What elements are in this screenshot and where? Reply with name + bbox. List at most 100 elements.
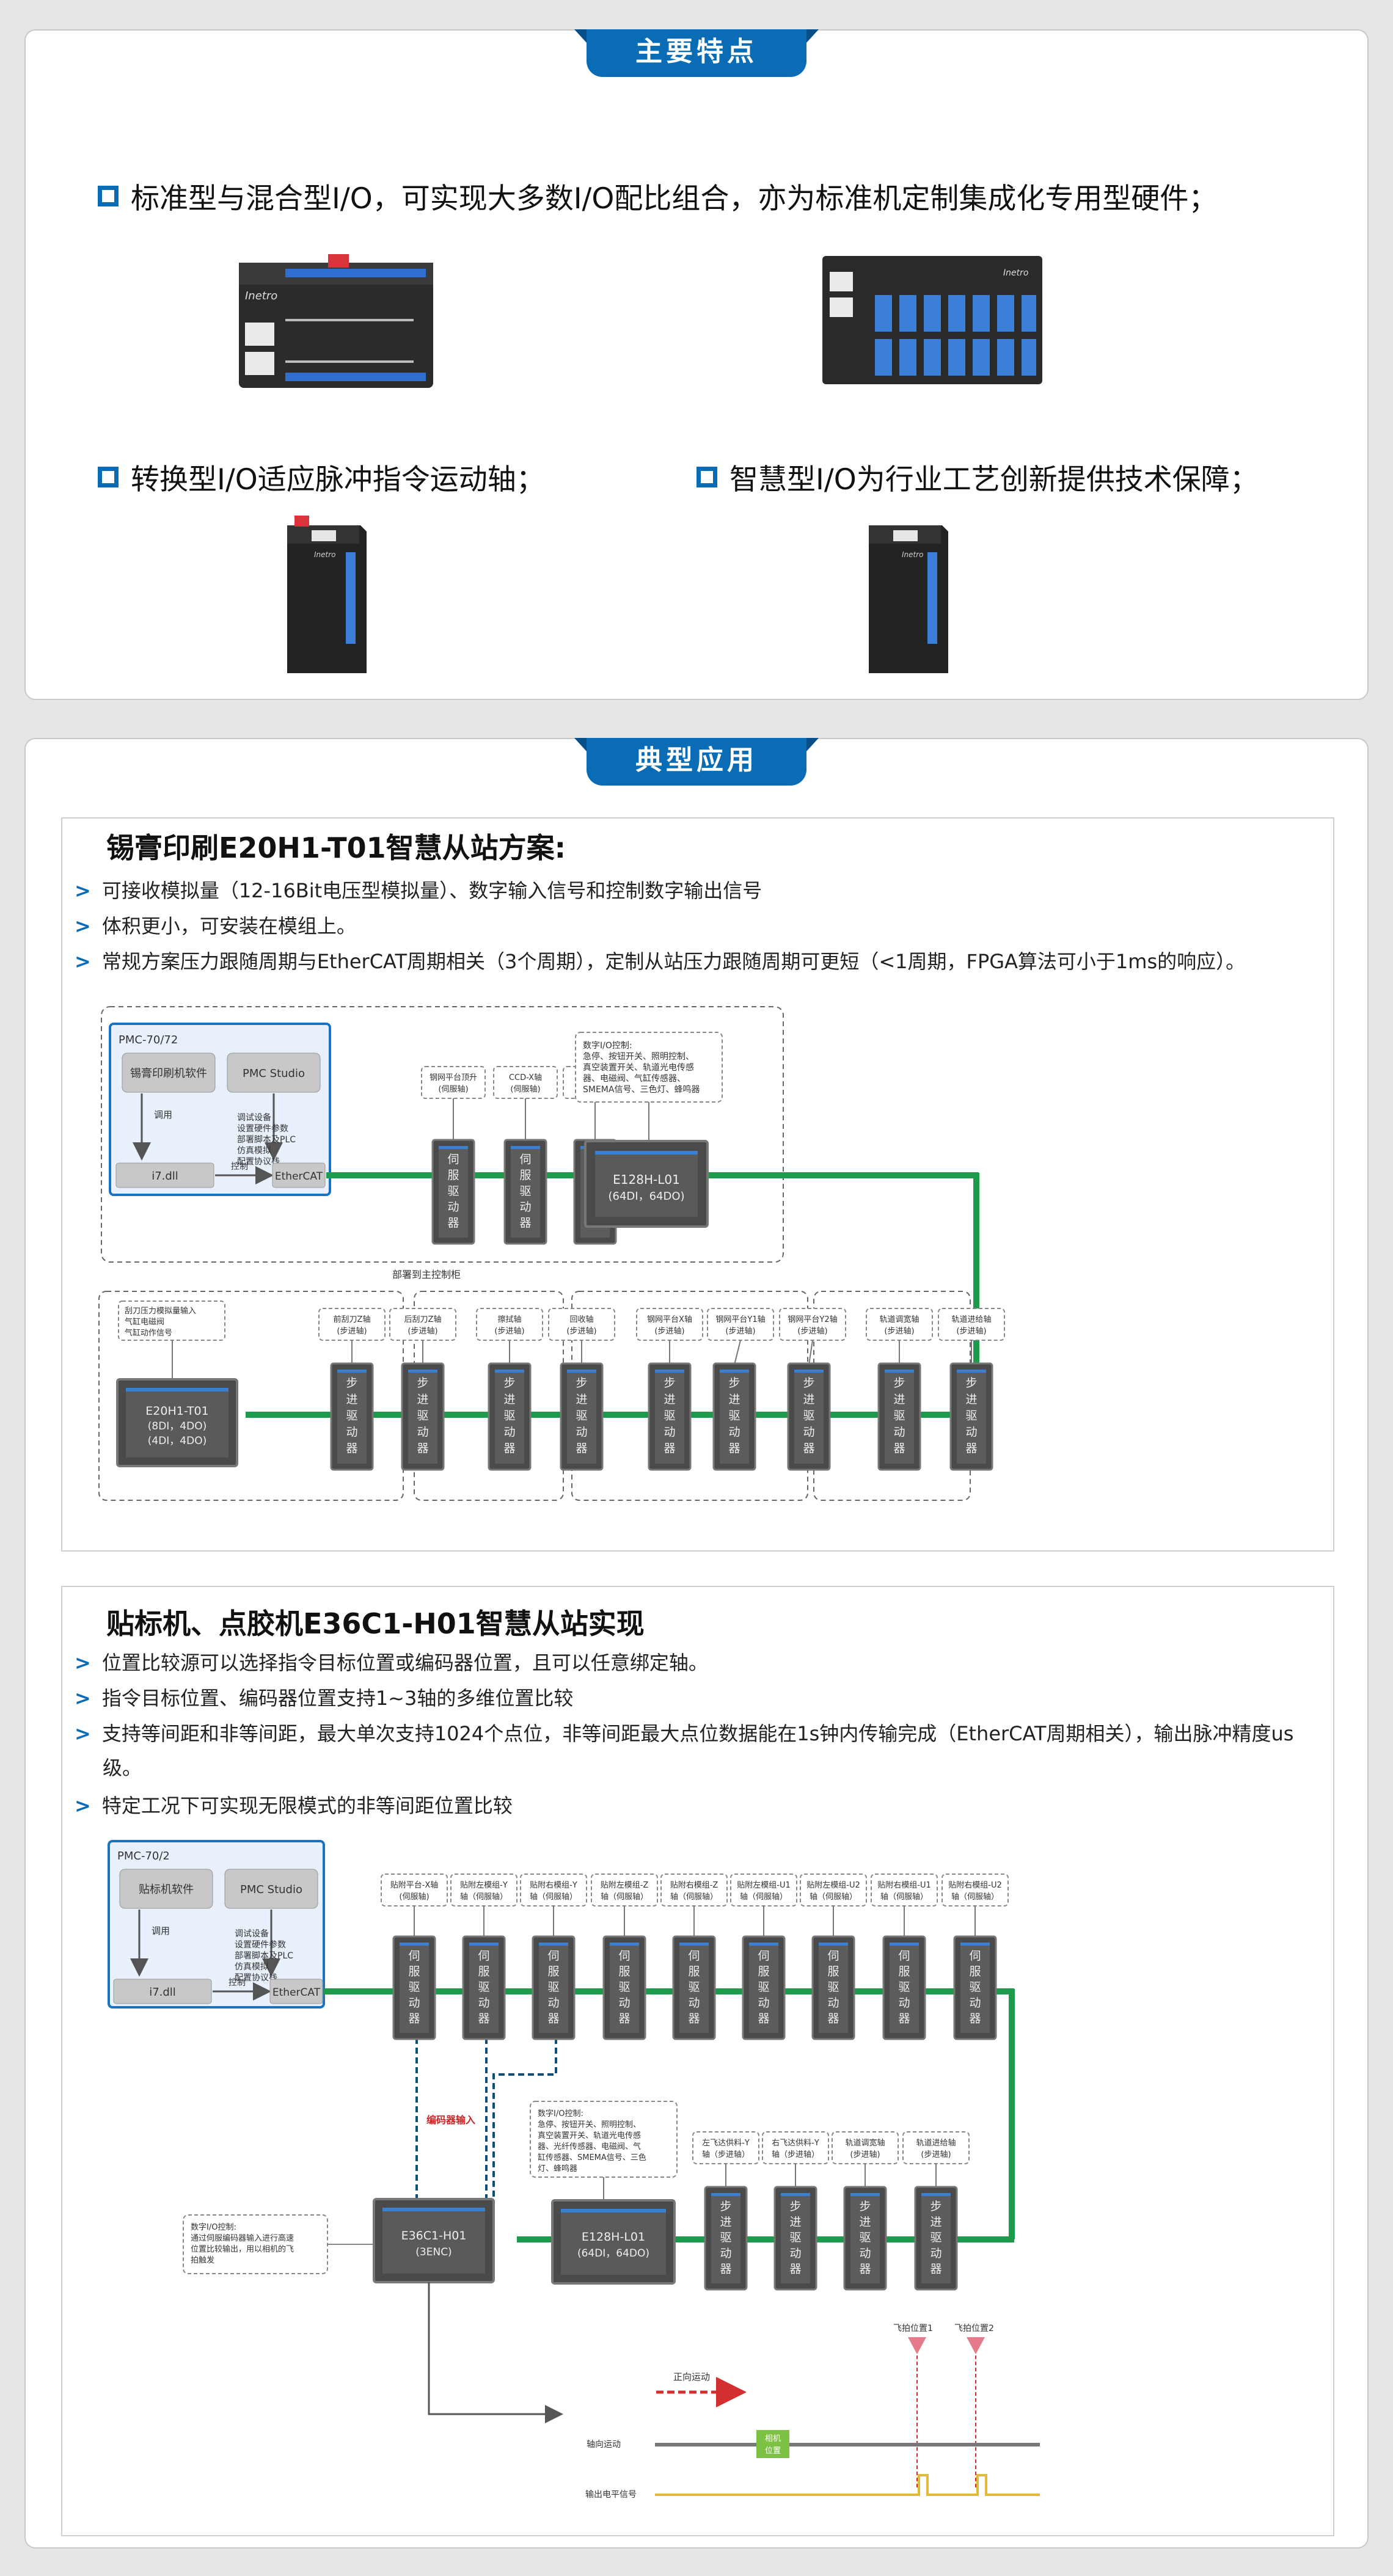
svg-text:动: 动 (789, 2247, 801, 2260)
svg-text:伺: 伺 (447, 1153, 459, 1166)
servo-axis-label: CCD-X轴(伺服轴) (493, 1066, 558, 1099)
svg-text:(步进轴): (步进轴) (850, 2150, 880, 2159)
svg-text:器: 器 (803, 1442, 814, 1455)
svg-text:服: 服 (408, 1965, 420, 1979)
svg-text:钢网平台X轴: 钢网平台X轴 (647, 1315, 692, 1324)
svg-text:数字I/O控制:: 数字I/O控制: (583, 1041, 632, 1051)
svg-text:步: 步 (728, 1376, 740, 1390)
svg-text:动: 动 (519, 1200, 531, 1214)
svg-text:(步进轴): (步进轴) (884, 1327, 914, 1336)
svg-text:轴（步进轴）: 轴（步进轴） (702, 2150, 750, 2159)
case1-bullet-1: >可接收模拟量（12-16Bit电压型模拟量）、数字输入信号和控制数字输出信号 (75, 879, 762, 902)
svg-text:轴（步进轴）: 轴（步进轴） (772, 2150, 819, 2159)
svg-text:(4DI，4DO): (4DI，4DO) (148, 1435, 207, 1447)
applications-tab: 典型应用 (574, 738, 819, 786)
e36-model: E36C1-H01 (401, 2229, 467, 2242)
stepper-axis-label: 钢网平台Y1轴(步进轴) (707, 1308, 774, 1341)
svg-text:贴附右模组-Y: 贴附右模组-Y (530, 1881, 577, 1890)
feature-text-3: 智慧型I/O为行业工艺创新提供技术保障； (729, 463, 1259, 497)
svg-text:仿真模拟: 仿真模拟 (235, 1962, 269, 1972)
svg-text:贴标机软件: 贴标机软件 (139, 1883, 194, 1896)
svg-text:进: 进 (503, 1393, 515, 1406)
axis-motion-label: 轴向运动 (587, 2440, 621, 2450)
e20-model: E20H1-T01 (145, 1404, 208, 1418)
svg-text:(步进轴): (步进轴) (797, 1327, 827, 1336)
cabinet-label: 部署到主控制柜 (392, 1269, 461, 1280)
svg-text:进: 进 (576, 1393, 587, 1406)
svg-text:器: 器 (519, 1216, 531, 1230)
svg-text:贴附右模组-Z: 贴附右模组-Z (670, 1881, 718, 1890)
svg-text:动: 动 (417, 1425, 428, 1439)
svg-text:驱: 驱 (827, 1980, 839, 1994)
fly-pos-2: 飞拍位置2 (954, 2324, 994, 2333)
servo-axis-label: 钢网平台顶升(伺服轴) (421, 1066, 486, 1099)
feature-item-2: 转换型I/O适应脉冲指令运动轴； (98, 456, 545, 498)
svg-text:真空装置开关、轨道光电传感: 真空装置开关、轨道光电传感 (538, 2131, 641, 2140)
svg-text:(步进轴): (步进轴) (654, 1327, 684, 1336)
svg-text:驱: 驱 (859, 2231, 871, 2244)
servo-axis-label: 贴附右模组-Y轴（伺服轴） (520, 1874, 587, 1906)
checkbox-square-icon (98, 466, 119, 487)
svg-text:设置硬件参数: 设置硬件参数 (237, 1123, 288, 1134)
svg-text:轴（伺服轴）: 轴（伺服轴） (601, 1892, 648, 1902)
svg-text:驱: 驱 (930, 2231, 941, 2244)
svg-text:(步进轴): (步进轴) (337, 1327, 367, 1336)
svg-text:动: 动 (503, 1425, 515, 1439)
e128-model: E128H-L01 (613, 1172, 680, 1187)
svg-text:动: 动 (827, 1996, 839, 2010)
svg-text:器: 器 (965, 1442, 977, 1455)
svg-text:调试设备: 调试设备 (237, 1112, 271, 1123)
svg-text:步: 步 (789, 2200, 801, 2213)
svg-text:右飞达供料-Y: 右飞达供料-Y (772, 2139, 819, 2148)
svg-text:通过伺服编码器输入进行高速: 通过伺服编码器输入进行高速 (191, 2233, 294, 2243)
svg-text:擦拭轴: 擦拭轴 (497, 1315, 521, 1324)
svg-text:调用: 调用 (152, 1925, 170, 1936)
svg-text:服: 服 (688, 1965, 700, 1979)
svg-text:配置协议栈: 配置协议栈 (237, 1157, 280, 1167)
svg-text:服: 服 (969, 1965, 981, 1979)
output-signal-label: 输出电平信号 (585, 2490, 637, 2500)
svg-text:前刮刀Z轴: 前刮刀Z轴 (334, 1315, 371, 1324)
svg-text:急停、按钮开关、照明控制、: 急停、按钮开关、照明控制、 (583, 1051, 694, 1062)
svg-text:器: 器 (447, 1216, 459, 1230)
svg-text:驱: 驱 (478, 1980, 489, 1994)
svg-text:驱: 驱 (346, 1409, 357, 1423)
svg-text:器: 器 (898, 2012, 910, 2025)
svg-text:位置比较输出，用以相机的飞: 位置比较输出，用以相机的飞 (191, 2244, 294, 2254)
svg-text:气缸动作信号: 气缸动作信号 (125, 1328, 172, 1338)
svg-text:驱: 驱 (576, 1409, 587, 1423)
svg-text:伺: 伺 (827, 1949, 839, 1963)
svg-text:SMEMA信号、三色灯、蜂鸣器: SMEMA信号、三色灯、蜂鸣器 (583, 1084, 700, 1095)
svg-text:服: 服 (478, 1965, 489, 1979)
servo-axis-label: 贴附平台-X轴(伺服轴) (381, 1874, 448, 1906)
call-label: 调用 (154, 1109, 172, 1120)
svg-text:贴附右模组-U2: 贴附右模组-U2 (948, 1881, 1001, 1890)
svg-text:动: 动 (803, 1425, 814, 1439)
ethercat-label: EtherCAT (275, 1170, 323, 1183)
stepper-axis-label: 轨道调宽轴(步进轴) (866, 1308, 933, 1341)
studio-label: PMC Studio (243, 1067, 305, 1080)
case2-diagram: PMC-70/2 贴标机软件 PMC Studio 调用 调试设备 设置硬件参数… (108, 1840, 1040, 2500)
svg-text:CCD-X轴: CCD-X轴 (509, 1073, 542, 1082)
svg-text:驱: 驱 (803, 1409, 814, 1423)
svg-text:PMC Studio: PMC Studio (240, 1883, 302, 1896)
device-smart-io-image: Inetro (857, 513, 960, 680)
svg-text:驱: 驱 (618, 1980, 630, 1994)
svg-text:进: 进 (789, 2216, 801, 2229)
stepper-axis-label: 轨道进给轴(步进轴) (938, 1308, 1005, 1341)
svg-text:轴（伺服轴）: 轴（伺服轴） (951, 1892, 999, 1902)
svg-text:贴附平台-X轴: 贴附平台-X轴 (390, 1881, 439, 1890)
svg-text:设置硬件参数: 设置硬件参数 (235, 1939, 286, 1950)
svg-text:贴附左模组-Z: 贴附左模组-Z (601, 1881, 649, 1890)
svg-text:动: 动 (408, 1996, 420, 2010)
svg-text:轴（伺服轴）: 轴（伺服轴） (740, 1892, 788, 1902)
